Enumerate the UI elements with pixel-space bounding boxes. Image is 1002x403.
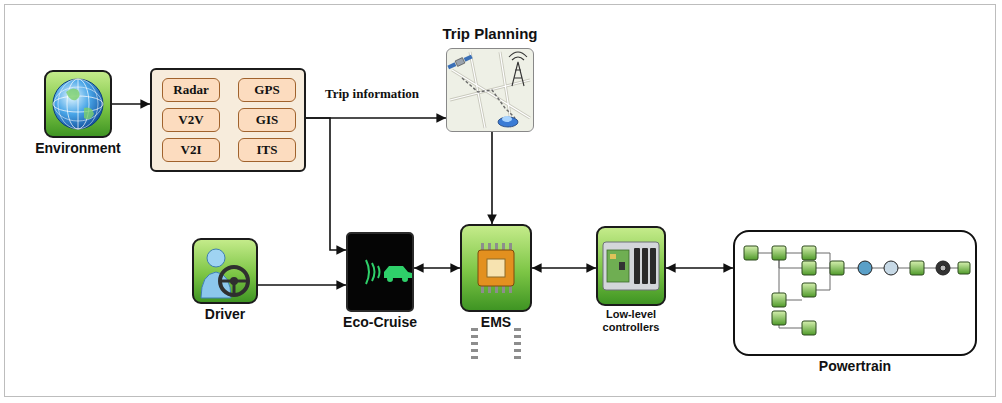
connector-arrow [532,267,596,269]
chip-icon [461,225,531,359]
sensor-box: V2I [162,138,220,162]
node-label: Driver [205,306,245,322]
node-label: Trip Planning [442,25,537,42]
node-label: GIS [256,112,278,128]
controller-tile: Low-level controllers [596,226,666,306]
sensor-box: Radar [162,78,220,102]
sensor-group: Radar GPS V2V GIS V2I ITS [150,68,306,172]
connector-arrow [258,284,346,286]
driver-tile: Driver [192,238,258,304]
node-label: Powertrain [819,358,891,374]
map-illustration [447,49,533,131]
eco-cruise-icon [347,233,413,311]
powertrain-box: Powertrain [733,230,977,356]
globe-icon [45,71,111,137]
connector-arrow [306,118,346,250]
controller-icon [597,227,665,305]
connector-arrow [491,132,493,224]
connector-arrow [414,267,460,269]
node-label: Radar [173,82,208,98]
connector-arrow [112,103,150,105]
edge-label: Trip information [324,86,420,101]
sensor-box: GIS [238,108,296,132]
node-label: V2V [178,112,203,128]
node-label: Environment [35,140,121,156]
driver-icon [193,239,257,303]
trip-planning-panel: Trip Planning [446,48,534,132]
sensor-box: V2V [162,108,220,132]
node-label: Low-level controllers [589,308,673,334]
node-label: V2I [181,142,202,158]
node-label: Eco-Cruise [343,314,417,330]
sensor-box: ITS [238,138,296,162]
eco-cruise-box: Eco-Cruise [346,232,414,312]
powertrain-schematic [734,231,976,355]
ems-tile: EMS [460,224,532,312]
node-label: GPS [254,82,279,98]
environment-tile: Environment [44,70,112,138]
connector-arrow [666,267,733,269]
sensor-box: GPS [238,78,296,102]
node-label: ITS [257,142,278,158]
node-label: EMS [481,314,511,330]
